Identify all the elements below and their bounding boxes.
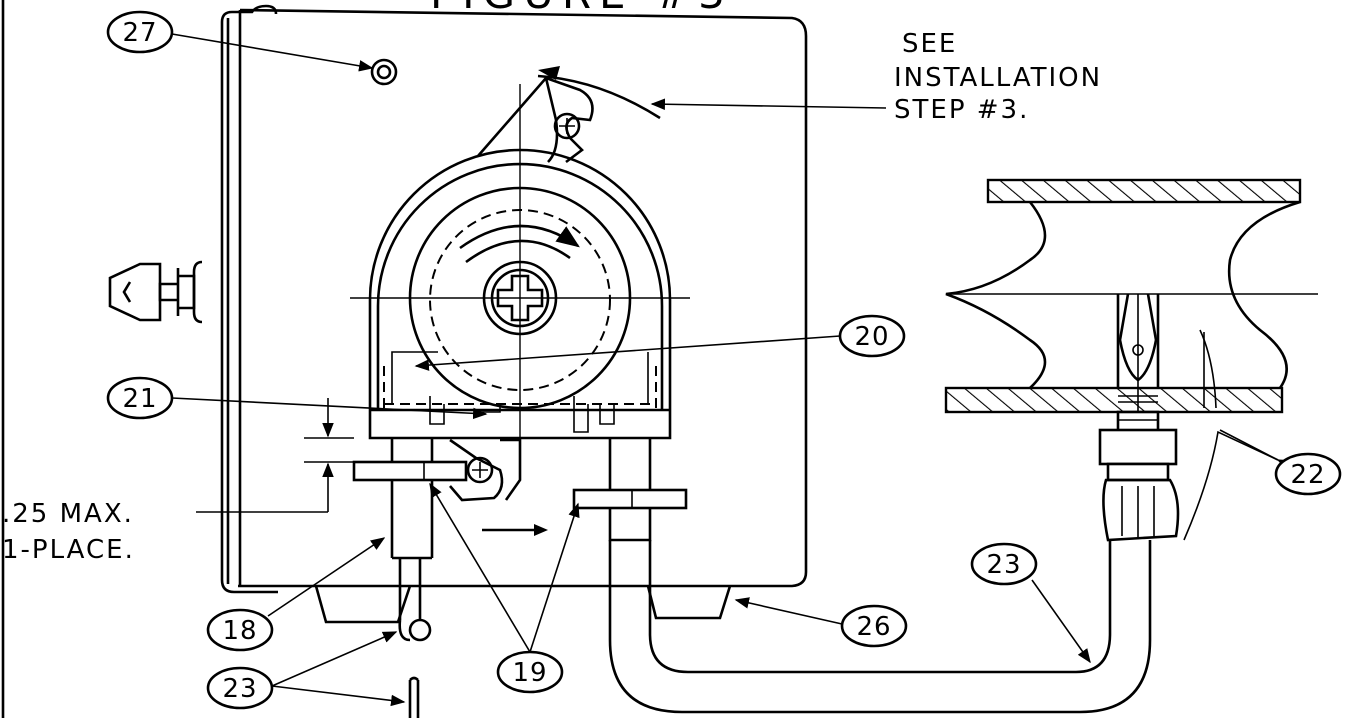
note-line-1: SEE [902, 29, 957, 59]
callout-27: 27 [106, 10, 174, 54]
callout-21: 21 [106, 376, 174, 420]
note-line-3: STEP #3. [894, 95, 1029, 125]
callout-18: 18 [206, 608, 274, 652]
callout-label-27: 27 [122, 18, 157, 48]
dimension-marker [196, 398, 354, 513]
callout-23-right: 23 [970, 542, 1038, 586]
note-line-2: INSTALLATION [894, 63, 1102, 93]
dimension-line-1: .25 MAX. [2, 499, 134, 529]
pump-cabinet [220, 4, 808, 624]
callout-label-18: 18 [222, 616, 257, 646]
callout-26: 26 [840, 604, 908, 648]
inlet-tube [352, 438, 468, 718]
injection-fitting [1098, 293, 1180, 542]
callout-label-19: 19 [512, 658, 547, 688]
center-lines [350, 84, 1318, 444]
callout-label-23-right: 23 [986, 550, 1021, 580]
mounting-screw-icon [370, 58, 398, 86]
dimension-label: .25 MAX. 1-PLACE. [2, 499, 135, 565]
callout-label-22: 22 [1290, 460, 1325, 490]
callout-22: 22 [1274, 452, 1342, 496]
leader-lines [171, 33, 1293, 707]
callout-label-23-left: 23 [222, 674, 257, 704]
key-lock-icon [108, 260, 203, 324]
callout-23-left: 23 [206, 666, 274, 710]
callout-19: 19 [496, 650, 564, 694]
callout-label-21: 21 [122, 384, 157, 414]
installation-note: SEE INSTALLATION STEP #3. [894, 29, 1102, 125]
dimension-line-2: 1-PLACE. [2, 535, 135, 565]
pipe-section [944, 178, 1302, 414]
callout-label-26: 26 [856, 612, 891, 642]
callout-label-20: 20 [854, 322, 889, 352]
discharge-tube [572, 438, 1152, 714]
callout-20: 20 [838, 314, 906, 358]
